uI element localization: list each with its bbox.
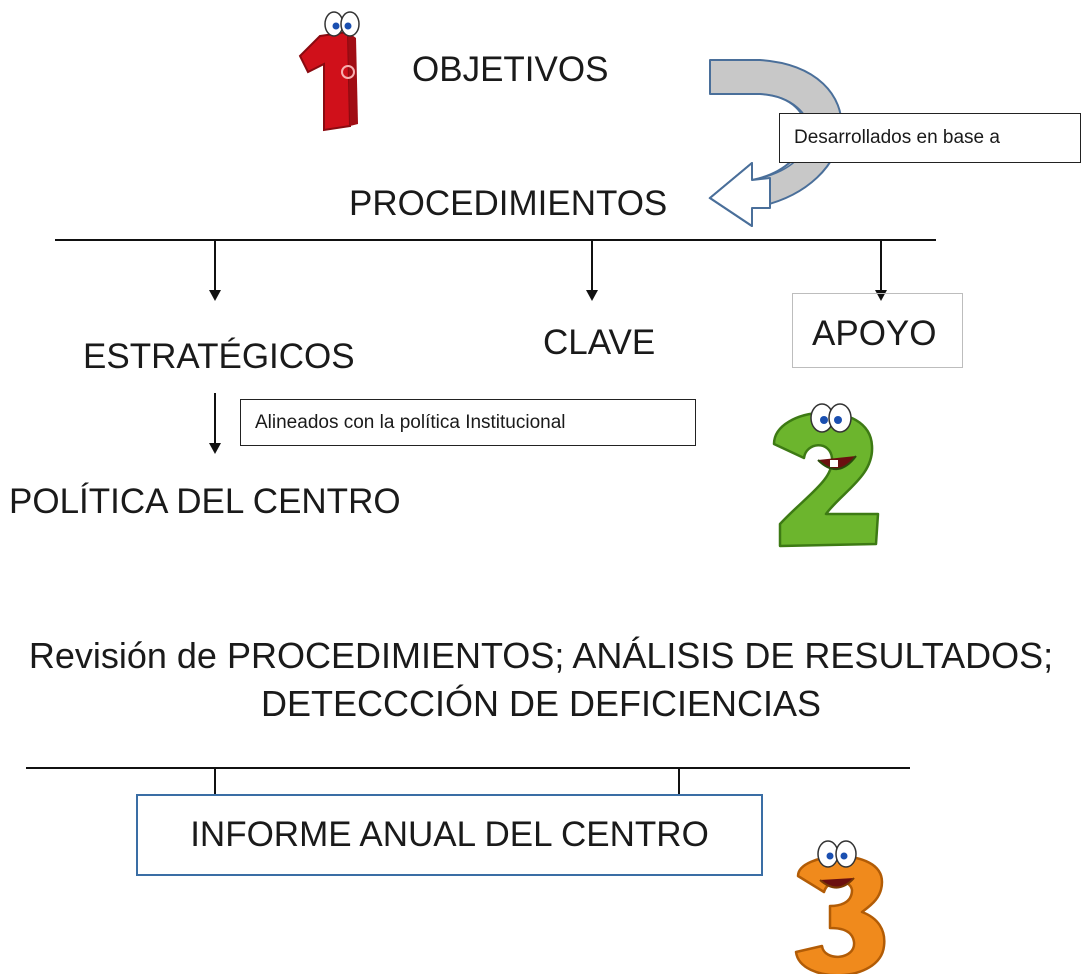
arrow-informe-right (678, 768, 680, 818)
alineados-note: Alineados con la política Institucional (240, 399, 696, 446)
arrow-informe-left (214, 768, 216, 818)
arrow-clave (591, 240, 593, 290)
informe-box: INFORME ANUAL DEL CENTRO (136, 794, 763, 876)
arrowhead-estrategicos (209, 290, 221, 301)
arrowhead-apoyo (875, 290, 887, 301)
desarrollados-note: Desarrollados en base a (779, 113, 1081, 163)
politica-label: POLÍTICA DEL CENTRO (9, 482, 401, 521)
arrowhead-politica (209, 443, 221, 454)
review-title-line1: Revisión de PROCEDIMIENTOS; ANÁLISIS DE … (28, 635, 1054, 676)
arrow-estrategicos (214, 240, 216, 290)
arrow-apoyo (880, 240, 882, 290)
apoyo-box (792, 293, 963, 368)
objetivos-label: OBJETIVOS (412, 50, 609, 89)
apoyo-label: APOYO (812, 314, 937, 353)
procedimientos-label: PROCEDIMIENTOS (349, 184, 668, 223)
arrow-politica (214, 393, 216, 443)
number-two-cartoon-icon (772, 403, 880, 548)
review-title-line2: DETECCCIÓN DE DEFICIENCIAS (260, 682, 822, 724)
procedimientos-bracket-line (55, 239, 936, 241)
review-title: Revisión de PROCEDIMIENTOS; ANÁLISIS DE … (0, 632, 1082, 727)
arrowhead-clave (586, 290, 598, 301)
curved-arrow (708, 59, 843, 227)
clave-label: CLAVE (543, 323, 656, 362)
number-three-cartoon-icon (794, 840, 886, 974)
number-one-cartoon-icon (298, 11, 360, 132)
estrategicos-label: ESTRATÉGICOS (83, 337, 355, 376)
review-bracket-line (26, 767, 910, 769)
